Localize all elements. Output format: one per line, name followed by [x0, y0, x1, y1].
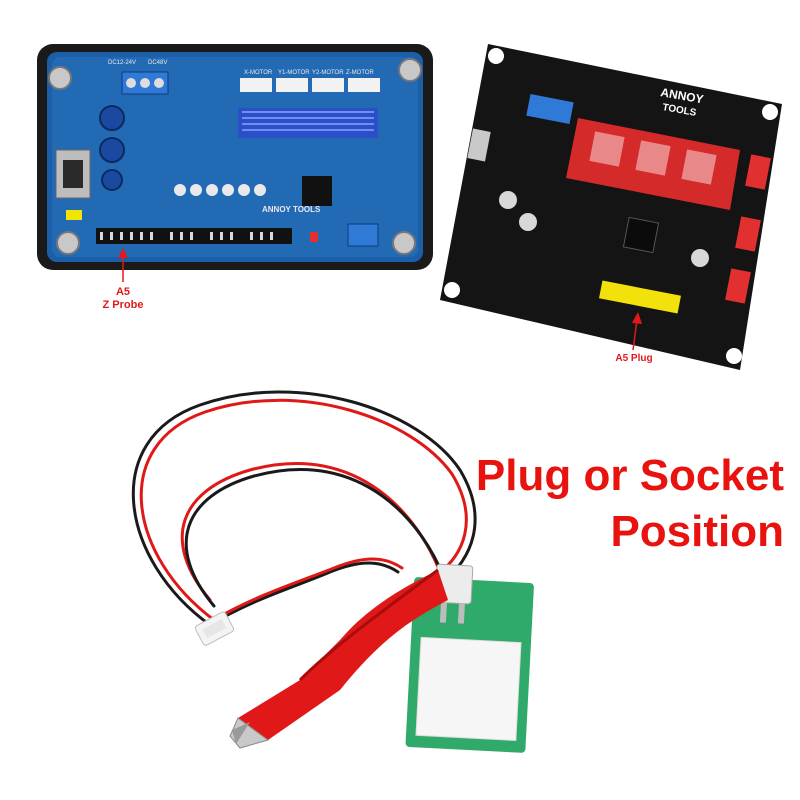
headline-line1: Plug or Socket: [475, 451, 784, 500]
power-label: DC48V: [148, 60, 167, 66]
mcu-chip: [302, 176, 332, 206]
jst-plug: [194, 611, 235, 646]
a5-plug-callout: A5 Plug: [604, 353, 664, 365]
z-probe-label: Z Probe: [102, 299, 144, 311]
right-mcu-chip: [622, 216, 660, 254]
alligator-clip: [229, 568, 448, 749]
probe-pad: [405, 563, 534, 753]
standoff: [48, 66, 72, 90]
motor-label: Y1-MOTOR: [278, 70, 310, 76]
right-controller-board: ANNOY TOOLS: [440, 44, 782, 370]
headline-line2: Position: [610, 507, 784, 556]
standoff: [398, 58, 422, 82]
standoff: [392, 231, 416, 255]
power-label: DC12-24V: [108, 60, 136, 66]
motor-label: Y2-MOTOR: [312, 70, 344, 76]
standoff: [56, 231, 80, 255]
a5-plug-label: A5 Plug: [615, 353, 653, 364]
a5-z-probe-callout: A5 Z Probe: [78, 286, 168, 312]
bottom-headers: [96, 228, 292, 244]
a5-label: A5: [115, 286, 131, 298]
headline: Plug or Socket Position: [404, 448, 784, 560]
motor-label: X-MOTOR: [244, 70, 273, 76]
probe-cable: [131, 390, 477, 627]
motor-label: Z-MOTOR: [346, 70, 375, 76]
a5-plug-header: [599, 280, 681, 314]
left-board-logo: ANNOY TOOLS: [262, 205, 321, 214]
callout-arrow: [632, 319, 638, 351]
left-controller-board: DC12-24V DC48V X-MOTOR Y1-MOTOR Y2-MOTOR…: [37, 44, 433, 282]
